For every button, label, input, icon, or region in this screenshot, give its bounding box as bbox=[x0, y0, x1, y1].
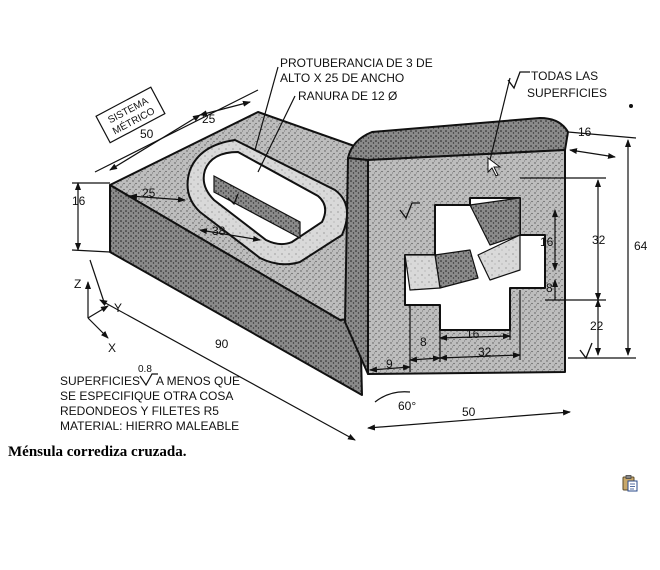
isometric-bracket-drawing: SISTEMA MÉTRICO PROTUBERANCIA DE 3 DE AL… bbox=[60, 56, 648, 441]
dim-slot-offset: 25 bbox=[142, 186, 156, 200]
note-line2: SE ESPECIFIQUE OTRA COSA bbox=[60, 389, 233, 403]
dim-bottom-16: 16 bbox=[466, 327, 480, 341]
general-notes: SUPERFICIES 0.8 A MENOS QUE SE ESPECIFIQ… bbox=[60, 364, 240, 433]
dim-angle: 60° bbox=[398, 399, 416, 413]
dim-boss-width: 25 bbox=[202, 112, 216, 126]
dim-bottom-8: 8 bbox=[420, 335, 427, 349]
system-label: SISTEMA MÉTRICO bbox=[95, 86, 166, 144]
boss-with-slot bbox=[186, 138, 349, 266]
dim-bottom-32: 32 bbox=[478, 345, 492, 359]
clipboard-paste-icon[interactable] bbox=[621, 474, 639, 492]
stray-dot bbox=[629, 104, 633, 108]
dim-bottom-22: 22 bbox=[590, 319, 604, 333]
axis-z-label: Z bbox=[74, 277, 81, 291]
dim-slot-length: 38 bbox=[212, 224, 226, 238]
callout-boss-line1: PROTUBERANCIA DE 3 DE bbox=[280, 56, 433, 70]
dim-groove-8: 8 bbox=[546, 281, 553, 295]
note-surfaces-value: 0.8 bbox=[138, 364, 152, 375]
dim-overall-height: 64 bbox=[634, 239, 648, 253]
note-surfaces-suffix: A MENOS QUE bbox=[156, 374, 240, 388]
axis-x-label: X bbox=[108, 341, 116, 355]
mouse-cursor-icon bbox=[487, 157, 502, 177]
upright-block bbox=[344, 117, 569, 375]
note-surfaces-prefix: SUPERFICIES bbox=[60, 374, 140, 388]
surface-finish-symbols bbox=[227, 71, 593, 360]
dim-left-9: 9 bbox=[386, 357, 393, 371]
note-line3: REDONDEOS Y FILETES R5 bbox=[60, 404, 219, 418]
callout-all-surfaces-line1: TODAS LAS bbox=[531, 69, 598, 83]
note-line4: MATERIAL: HIERRO MALEABLE bbox=[60, 419, 239, 433]
dim-boss-length: 50 bbox=[140, 127, 154, 141]
dim-groove-32: 32 bbox=[592, 233, 606, 247]
callout-boss-line2: ALTO X 25 DE ANCHO bbox=[280, 71, 404, 85]
dimension-lines bbox=[71, 66, 637, 441]
surface-finish-icon bbox=[139, 373, 158, 387]
figure-caption: Ménsula corrediza cruzada. bbox=[8, 444, 187, 460]
dim-upright-width: 50 bbox=[462, 405, 476, 419]
callout-slot: RANURA DE 12 Ø bbox=[298, 89, 397, 103]
dim-overall-length: 90 bbox=[215, 337, 229, 351]
dim-upright-thickness: 16 bbox=[578, 125, 592, 139]
dim-base-height: 16 bbox=[72, 194, 86, 208]
dim-groove-16: 16 bbox=[540, 235, 554, 249]
callout-all-surfaces-line2: SUPERFICIES bbox=[527, 86, 607, 100]
axis-y-label: Y bbox=[114, 301, 122, 315]
